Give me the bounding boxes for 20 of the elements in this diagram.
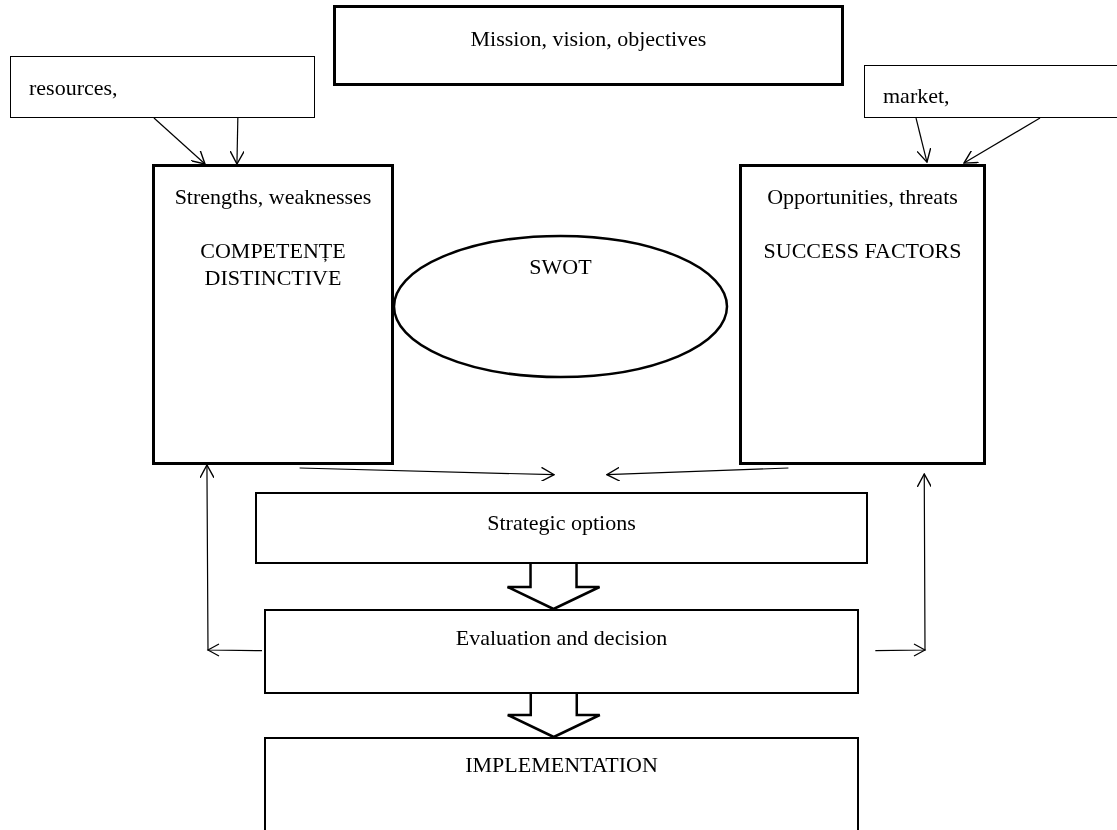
process-box xyxy=(255,492,868,564)
node-label: Mission, vision, objectives xyxy=(469,26,708,53)
node-label: Evaluation and decision xyxy=(454,625,669,652)
process-box xyxy=(264,737,859,830)
swot-ellipse xyxy=(392,234,729,379)
process-box xyxy=(264,609,859,694)
node-label: SUCCESS FACTORS xyxy=(762,238,963,265)
input-box xyxy=(10,56,315,118)
node-label: SWOT xyxy=(528,254,593,281)
node-label: IMPLEMENTATION xyxy=(464,752,659,779)
node-label: Strategic options xyxy=(486,510,637,537)
node-label: resources, xyxy=(29,75,118,102)
input-box xyxy=(864,65,1117,118)
node-label: Strengths, weaknesses xyxy=(173,184,373,211)
node-label: market, xyxy=(883,83,950,110)
mission-box xyxy=(333,5,844,86)
node-label: Opportunities, threats xyxy=(766,184,959,211)
analysis-box xyxy=(152,164,394,465)
analysis-box xyxy=(739,164,986,465)
node-label: COMPETENȚE DISTINCTIVE xyxy=(199,238,347,292)
